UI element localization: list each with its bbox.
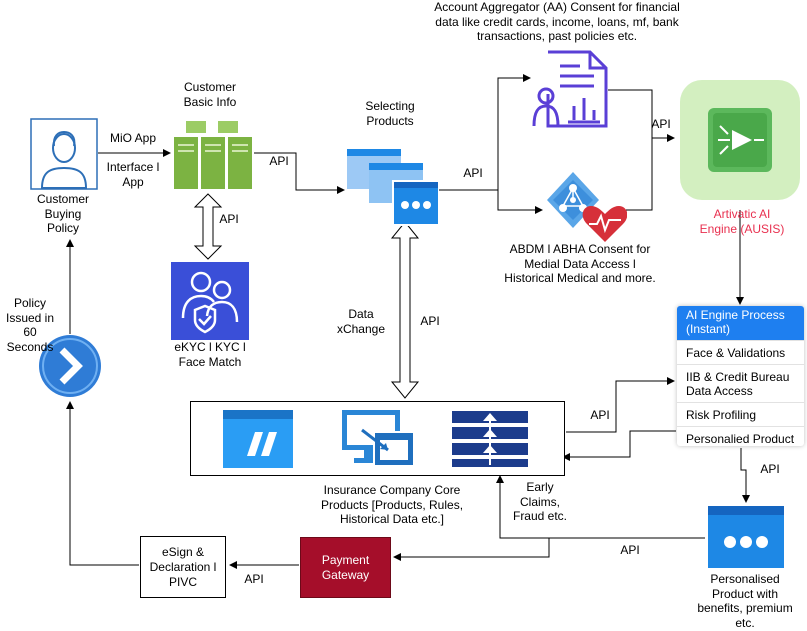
browser-windows-icon <box>347 149 440 227</box>
insurance-core-label: Insurance Company Core Products [Product… <box>320 483 464 526</box>
api-label: API <box>463 166 483 180</box>
window-slash-icon <box>223 410 293 468</box>
server-icon <box>174 121 252 189</box>
customer-basic-info-label: Customer Basic Info <box>183 80 237 109</box>
aa-consent-label: Account Aggregator (AA) Consent for fina… <box>434 0 680 43</box>
chevron-right-icon <box>38 334 102 398</box>
selecting-products-label: Selecting Products <box>365 99 415 128</box>
interface-app-label: Interface l App <box>106 160 160 189</box>
mio-app-label: MiO App <box>109 131 157 145</box>
personalised-product-label: Personalised Product with benefits, prem… <box>697 572 793 630</box>
ai-process-item: IIB & Credit Bureau Data Access <box>677 364 804 402</box>
stack-icon <box>452 411 528 467</box>
ai-engine-process-panel: AI Engine Process (Instant) Face & Valid… <box>677 306 804 446</box>
ai-process-header: AI Engine Process (Instant) <box>677 306 804 340</box>
api-label: API <box>420 314 440 328</box>
api-label: API <box>269 154 289 168</box>
abdm-consent-label: ABDM l ABHA Consent for Medial Data Acce… <box>504 242 656 285</box>
data-xchange-label: Data xChange <box>336 307 386 336</box>
api-label: API <box>760 462 780 476</box>
policy-issued-label: Policy Issued in 60 Seconds <box>5 296 55 354</box>
ekyc-label: eKYC l KYC l Face Match <box>174 340 246 369</box>
api-label: API <box>244 572 264 586</box>
esign-label: eSign & Declaration l PIVC <box>149 544 217 589</box>
document-chart-icon <box>532 50 608 128</box>
window-dots-icon <box>708 506 784 568</box>
customer-label: Customer Buying Policy <box>36 192 89 235</box>
artivatic-engine-label: Artivatic AI Engine (AUSIS) <box>699 207 785 236</box>
api-label: API <box>219 212 239 226</box>
api-label: API <box>651 117 671 131</box>
api-label: API <box>590 408 610 422</box>
ai-process-item: Face & Validations <box>677 340 804 364</box>
esign-box: eSign & Declaration l PIVC <box>140 536 226 598</box>
desktop-icon <box>340 408 416 468</box>
health-network-icon <box>543 170 628 246</box>
ai-process-item: Risk Profiling <box>677 402 804 426</box>
payment-gateway-box: Payment Gateway <box>300 537 391 598</box>
api-label: API <box>620 543 640 557</box>
payment-gateway-label: Payment Gateway <box>321 552 370 582</box>
ai-engine-icon <box>680 80 800 200</box>
ai-process-item: Personalied Product <box>677 426 804 446</box>
kyc-icon <box>171 262 249 340</box>
early-claims-label: Early Claims, Fraud etc. <box>512 480 568 523</box>
user-icon <box>30 118 98 190</box>
